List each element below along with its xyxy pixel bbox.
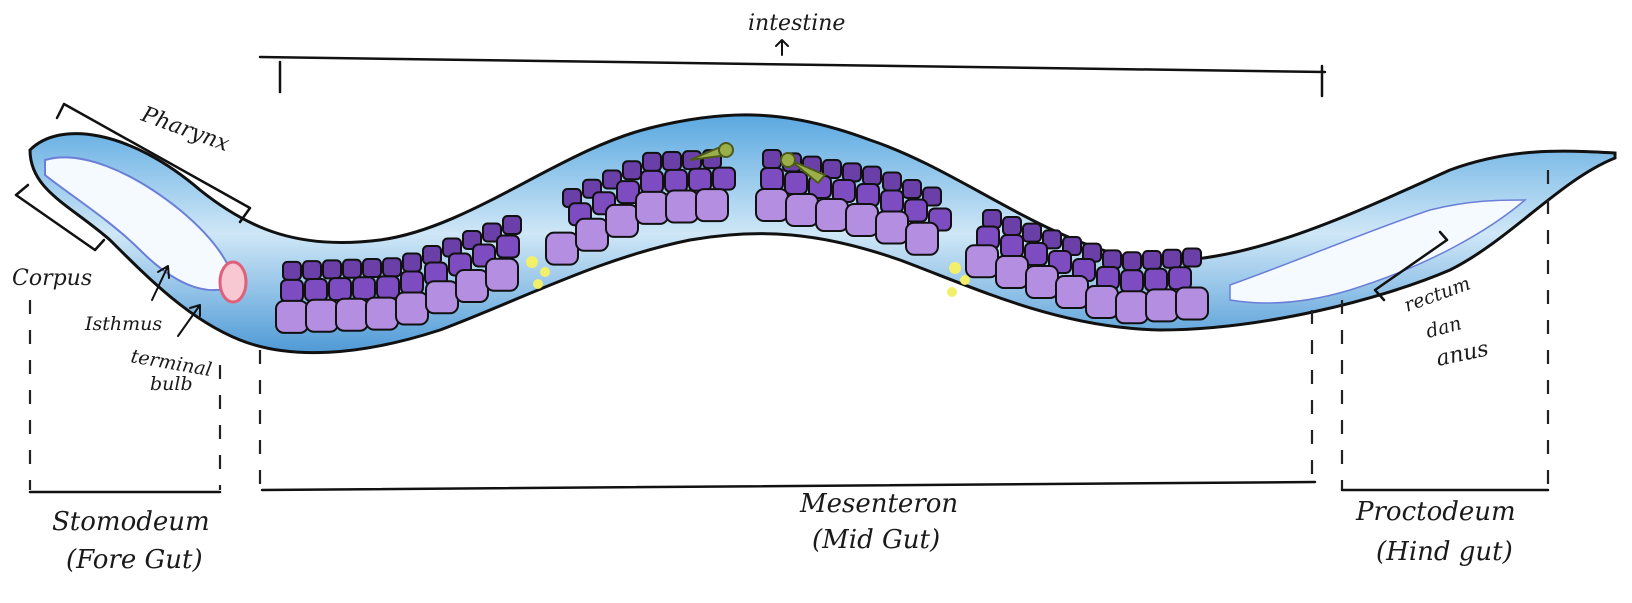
intestine-cell	[843, 163, 861, 181]
intestine-cell	[336, 299, 368, 331]
label-dan: dan	[1424, 312, 1464, 342]
intestine-cell	[1026, 266, 1058, 298]
intestine-cell	[306, 300, 338, 332]
intestine-cell	[403, 254, 421, 272]
intestine-cell	[497, 236, 519, 258]
intestine-arrow	[776, 40, 788, 55]
label-bulb: bulb	[150, 373, 193, 395]
intestine-cell	[546, 233, 578, 265]
intestine-cell	[876, 212, 908, 244]
intestine-cell	[303, 261, 321, 279]
intestine-cell	[623, 161, 641, 179]
intestine-cell	[276, 301, 308, 333]
label-hind-gut: (Hind gut)	[1376, 537, 1513, 567]
intestine-bracket	[260, 57, 1325, 96]
intestine-cell	[983, 210, 1001, 228]
intestine-cell	[606, 205, 638, 237]
intestine-cell	[1123, 252, 1141, 270]
intestine-cell	[1176, 288, 1208, 320]
intestine-cell	[1116, 291, 1148, 323]
intestine-cell	[786, 194, 818, 226]
intestine-cell	[816, 199, 848, 231]
label-mesenteron: Mesenteron	[799, 489, 958, 519]
intestine-cell	[636, 192, 668, 224]
label-fore-gut: (Fore Gut)	[66, 545, 203, 575]
intestine-cell	[503, 216, 521, 234]
label-anus: anus	[1434, 336, 1491, 371]
intestine-cell	[343, 260, 361, 278]
intestine-cell	[643, 153, 661, 171]
intestine-cell	[665, 170, 687, 192]
intestine-cell	[576, 219, 608, 251]
intestine-cell	[456, 270, 488, 302]
intestine-cell	[785, 172, 807, 194]
intestine-cell	[906, 223, 938, 255]
intestine-cell	[883, 173, 901, 191]
intestine-cell	[396, 293, 428, 325]
intestine-cell	[903, 180, 921, 198]
intestine-cell	[696, 189, 728, 221]
intestine-cell	[486, 259, 518, 291]
intestine-cell	[383, 258, 401, 276]
intestine-cell	[1169, 267, 1191, 289]
intestine-cell	[1183, 249, 1201, 267]
intestine-cell	[1145, 269, 1167, 291]
intestine-cell	[363, 259, 381, 277]
intestine-cell	[996, 256, 1028, 288]
label-proctodeum: Proctodeum	[1355, 497, 1516, 527]
intestine-cell	[857, 184, 879, 206]
label-mid-gut: (Mid Gut)	[812, 525, 940, 555]
intestine-cell	[323, 260, 341, 278]
label-corpus: Corpus	[12, 266, 92, 291]
intestine-cell	[377, 276, 399, 298]
label-isthmus: Isthmus	[84, 313, 162, 335]
intestine-cell	[1163, 250, 1181, 268]
intestine-cell	[423, 246, 441, 264]
intestine-cell	[863, 167, 881, 185]
intestine-cell	[426, 281, 458, 313]
region-baselines	[30, 482, 1548, 492]
intestine-cell	[713, 168, 735, 190]
intestine-cell	[283, 262, 301, 280]
intestine-cell	[689, 169, 711, 191]
intestine-cell	[641, 171, 663, 193]
label-pharynx: Pharynx	[137, 102, 233, 157]
intestine-cell	[1023, 224, 1041, 242]
intestine-cell	[329, 278, 351, 300]
intestine-cell	[281, 280, 303, 302]
intestine-cell	[966, 245, 998, 277]
intestine-cell	[761, 168, 783, 190]
terminal-bulb	[220, 262, 246, 302]
intestine-cell	[1001, 235, 1023, 257]
intestine-cell	[401, 272, 423, 294]
intestine-cell	[1056, 276, 1088, 308]
intestine-cell	[366, 298, 398, 330]
intestine-cell	[1146, 289, 1178, 321]
intestine-cell	[1103, 250, 1121, 268]
intestine-cell	[756, 189, 788, 221]
intestine-cell	[881, 191, 903, 213]
intestine-cell	[305, 279, 327, 301]
intestine-cell	[763, 150, 781, 168]
label-intestine: intestine	[748, 11, 845, 36]
intestine-cell	[846, 204, 878, 236]
intestine-cell	[1121, 270, 1143, 292]
intestine-cell	[1143, 251, 1161, 269]
intestine-cell	[666, 191, 698, 223]
intestine-cell	[1086, 286, 1118, 318]
label-stomodeum: Stomodeum	[52, 507, 210, 537]
intestine-cell	[1003, 217, 1021, 235]
intestine-cell	[663, 152, 681, 170]
intestine-cell	[353, 277, 375, 299]
